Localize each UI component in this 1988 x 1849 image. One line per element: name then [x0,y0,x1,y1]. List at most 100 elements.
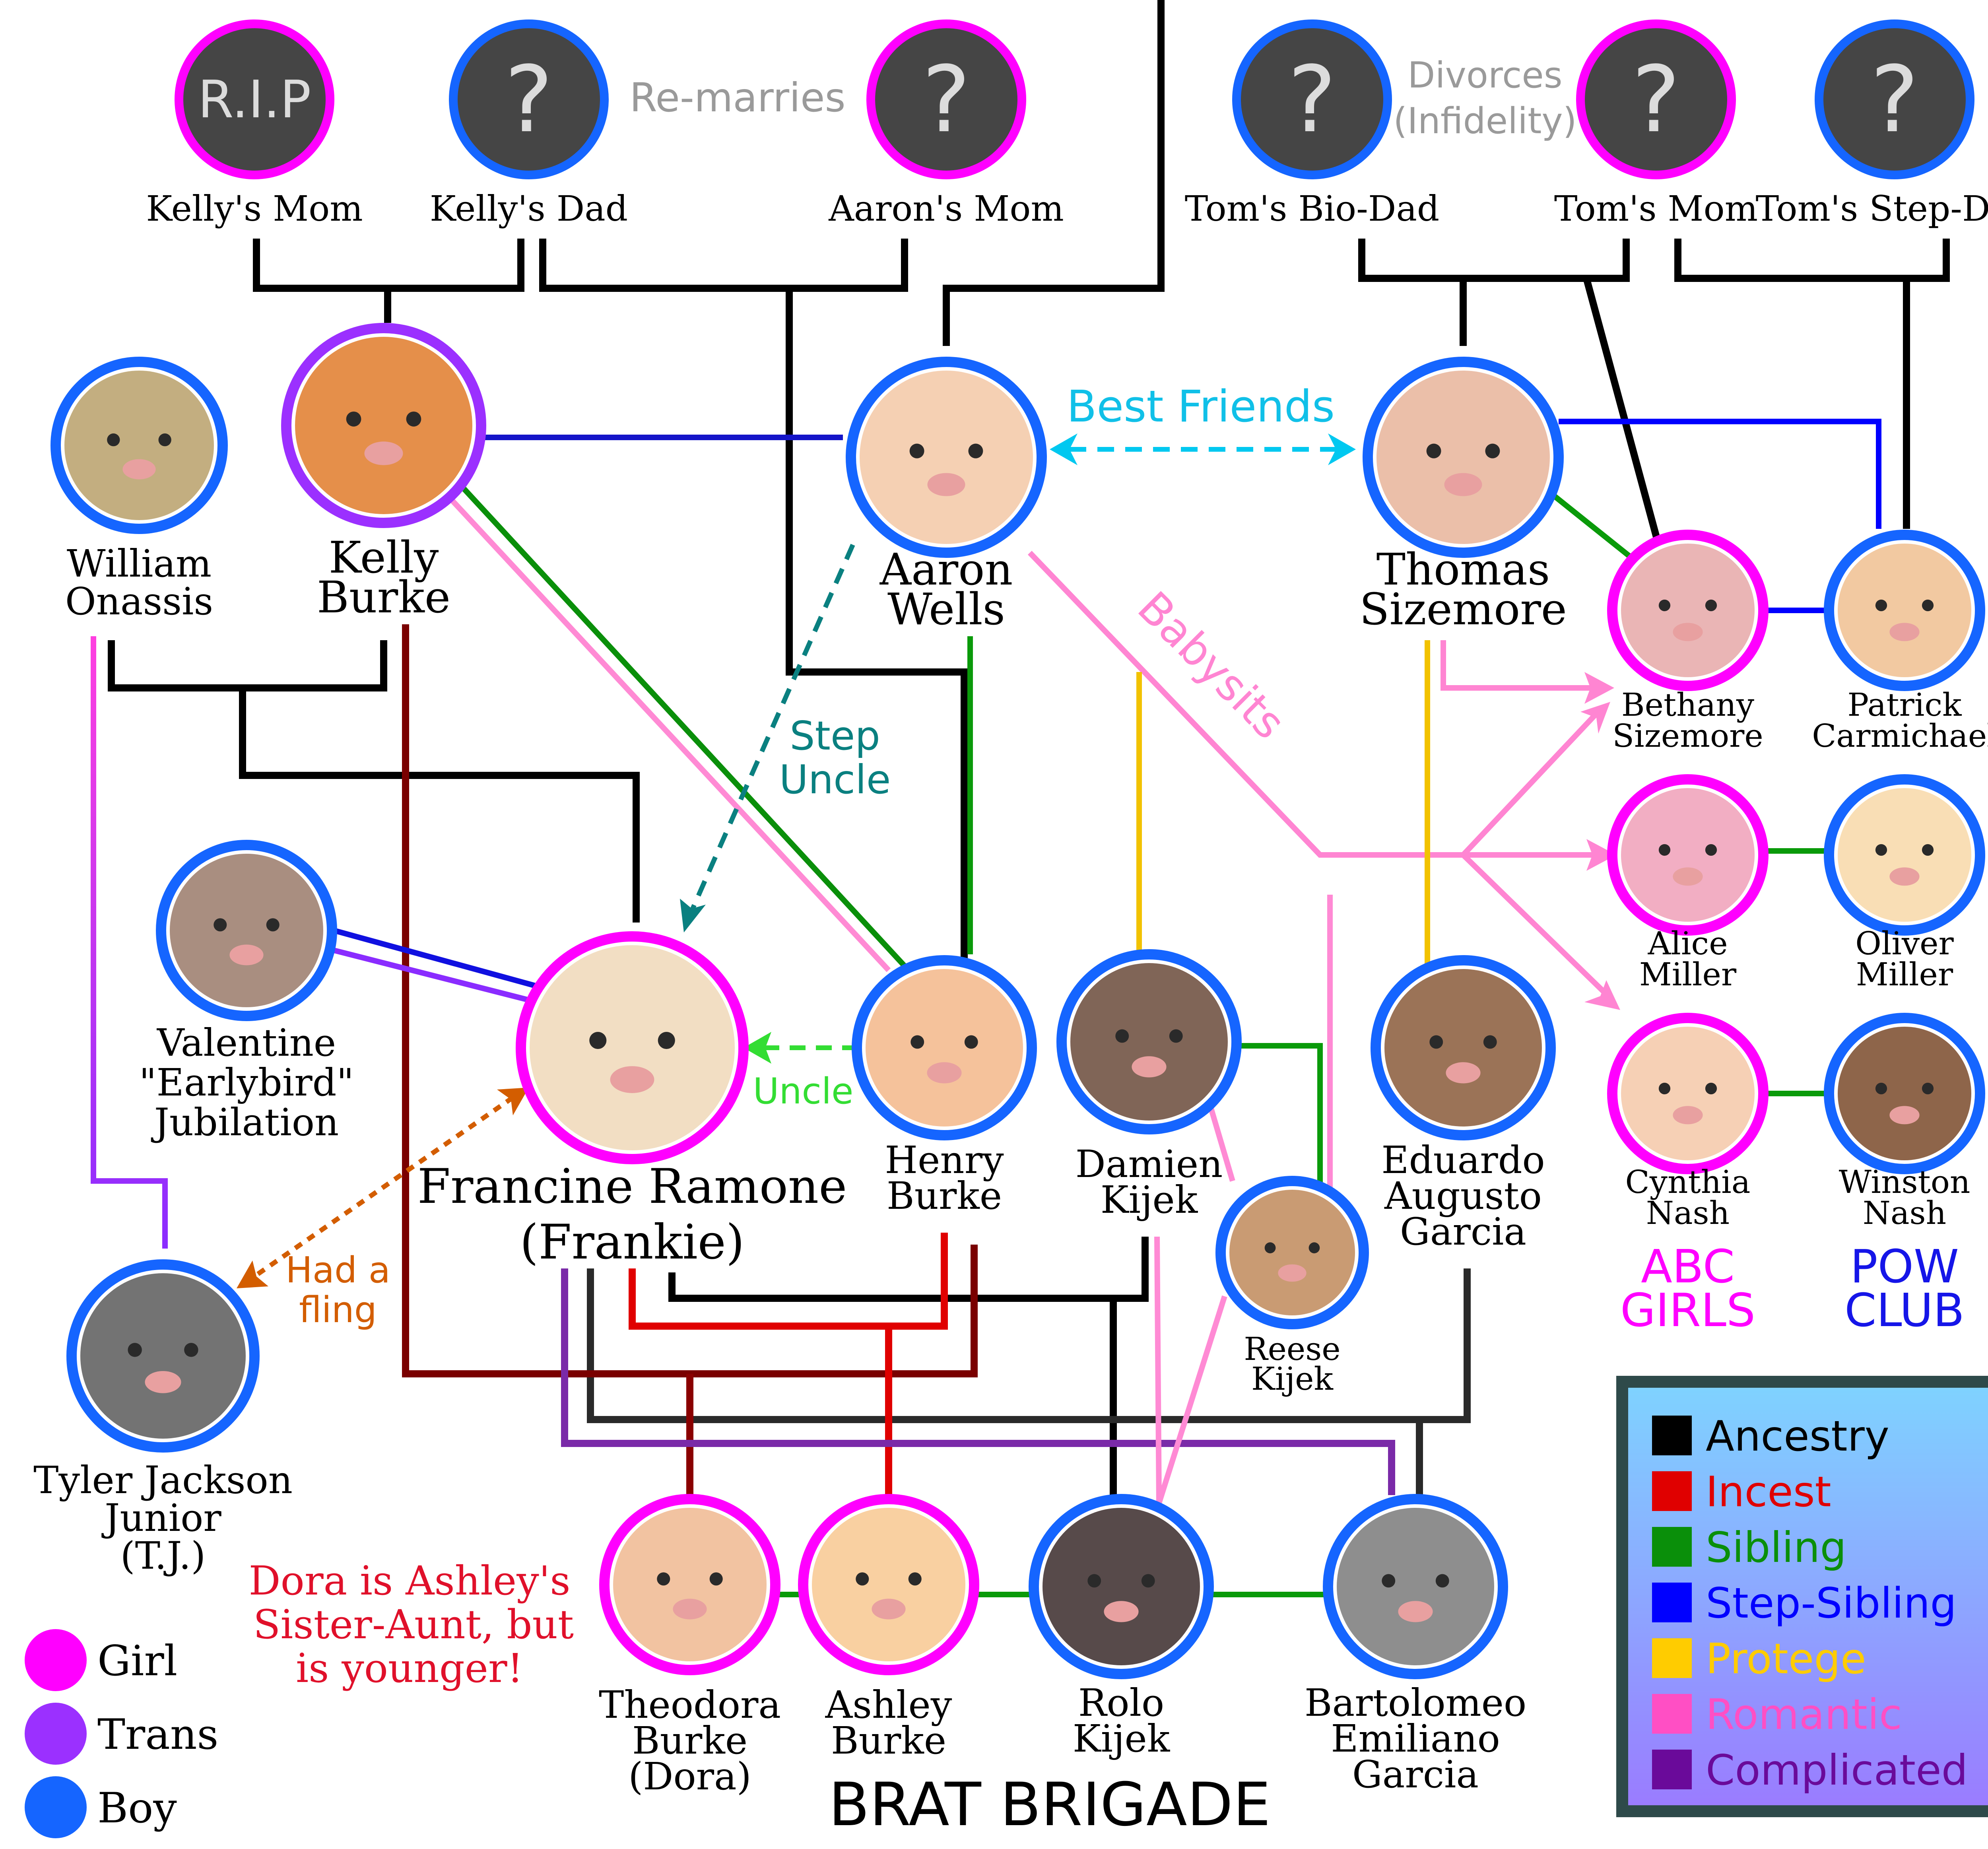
ancestry-line-frankie-parents [108,640,640,923]
sibling-line-thomas-bethany [1549,491,1632,559]
legend-swatch [1652,1583,1692,1622]
avatar-snout [673,1598,707,1620]
gender-label: Boy [97,1784,177,1832]
avatar-eye [1875,1082,1887,1095]
person-name-line: Emiliano [1331,1717,1500,1761]
avatar-snout [229,944,264,965]
fling-arrow-a [497,1088,529,1115]
avatar-portrait [1337,1508,1494,1665]
legend-item-ancestry: Ancestry [1652,1412,1889,1461]
person-name-line: Cynthia [1625,1163,1751,1200]
avatar-portrait [80,1273,246,1439]
ancestry-line-bethany [1583,277,1662,544]
person-name-line: Kijek [1073,1717,1171,1761]
ancestry-line-tom-parents [1358,239,1630,346]
uncle-under-step-label: Uncle [779,756,891,803]
person-name-line: Rolo [1078,1681,1164,1725]
gender-label: Trans [97,1710,218,1759]
dora-note-line-1: Dora is Ashley's [248,1558,570,1604]
babysits-arrow-alice [1586,839,1616,871]
person-name-line: Carmichael [1812,717,1988,754]
sibling-line-kelly-henry [451,475,911,972]
legend-item-incest: Incest [1652,1468,1831,1516]
person-name-line: Reese [1244,1330,1340,1367]
divorces-label: Divorces [1408,54,1562,96]
person-name-line: Nash [1646,1194,1730,1231]
ancestry-line-patrick [1674,239,1950,529]
parent-node-kellys-dad: ?Kelly's Dad [430,19,628,229]
avatar-eye [1087,1574,1101,1588]
parent-node-toms-bio-dad: ?Tom's Bio-Dad [1185,19,1439,229]
avatar-snout [1673,867,1703,886]
avatar-eye [1309,1242,1320,1253]
avatar-eye [911,1035,924,1049]
legend-item-sibling: Sibling [1652,1523,1846,1572]
romantic-line-damien-reese-rolo [1154,1073,1235,1504]
romantic-line-aaron-babysits [1027,551,1463,858]
parent-node-aarons-mom: ?Aaron's Mom [828,19,1064,229]
parent-glyph: R.I.P [198,69,311,130]
avatar-snout [610,1066,654,1093]
person-name-line: Miller [1639,956,1737,993]
person-name-line: Jubilation [151,1101,339,1144]
avatar-eye [968,443,983,458]
avatar-eye [1658,599,1671,612]
avatar-portrait [1838,1027,1971,1160]
ancestry-line-bartolomeo [587,1268,1471,1495]
avatar-portrait [1376,371,1550,544]
person-name-line: William [67,542,212,586]
avatar-eye [1485,443,1500,458]
parent-label: Aaron's Mom [828,188,1064,229]
person-name-line: Bartolomeo [1305,1681,1526,1725]
person-name-line: "Earlybird" [139,1061,354,1105]
sibling-line-damien-reese [1241,1043,1323,1213]
relation-legend: AncestryIncestSiblingStep-SiblingProtege… [1616,1376,1988,1817]
avatar-snout [1446,1062,1481,1084]
arrowheads [237,433,1620,1288]
avatar-portrait [866,969,1023,1126]
had-a-label: Had a [285,1249,390,1291]
avatar-eye [1115,1029,1129,1043]
avatar-eye [1922,1082,1934,1095]
legend-swatch [1652,1750,1692,1789]
legend-item-romantic: Romantic [1652,1690,1902,1739]
person-name-line: Henry [885,1138,1004,1182]
legend-label: Protege [1706,1635,1866,1683]
babysits-branch-thomas-bethany [1441,640,1594,691]
person-name-line: Wells [887,584,1005,635]
pow-club-label-1: POW [1850,1240,1959,1294]
avatar-eye [406,411,421,427]
person-node-francine[interactable]: Francine Ramone(Frankie) [417,931,847,1270]
avatar-portrait [1838,788,1971,922]
avatar-portrait [1621,1027,1755,1160]
avatar-snout [1398,1601,1433,1622]
gender-legend-item-girl: Girl [25,1629,177,1691]
parent-avatar [866,19,1026,179]
avatar-snout [1132,1056,1167,1078]
avatar-eye [1705,599,1717,612]
person-name-line: (Dora) [628,1755,751,1799]
person-node-valentine[interactable]: Valentine"Earlybird"Jubilation [139,840,354,1144]
abc-girls-label-2: GIRLS [1620,1284,1755,1337]
step-uncle-arrow [680,899,706,932]
